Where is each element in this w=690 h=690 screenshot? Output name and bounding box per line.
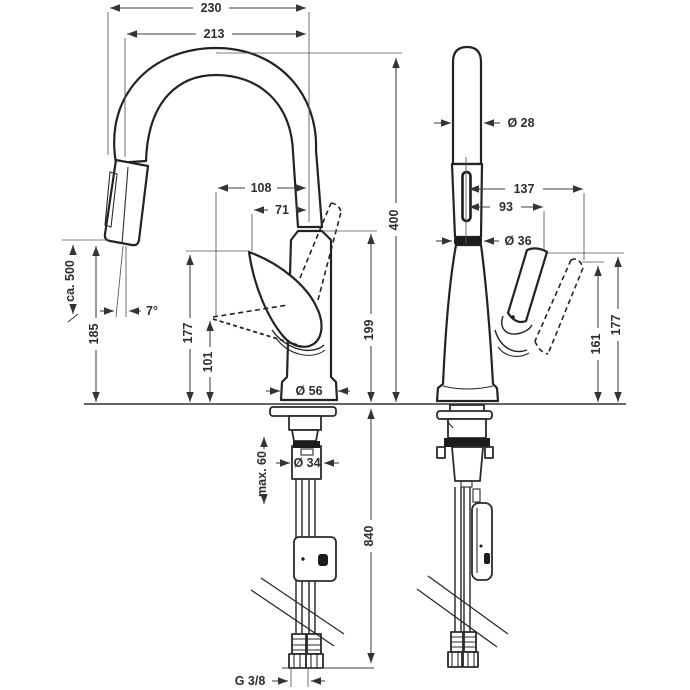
dim-400: 400 (387, 58, 401, 402)
extension-lines (62, 12, 624, 687)
dim-ca500-label: ca. 500 (63, 260, 77, 302)
dim-dia28: Ø 28 (434, 116, 535, 130)
front-under-counter-assembly (416, 404, 509, 668)
dim-dia36-label: Ø 36 (504, 234, 531, 248)
dim-dia56-label: Ø 56 (295, 384, 322, 398)
dim-dia34-label: Ø 34 (293, 456, 320, 470)
collar-ring (454, 237, 482, 245)
dim-185: 185 (87, 246, 101, 402)
spray-release-slot (461, 170, 472, 223)
dim-213-label: 213 (204, 27, 225, 41)
faucet-body-front (435, 243, 500, 403)
dim-199-label: 199 (362, 320, 376, 341)
dim-108-label: 108 (251, 181, 272, 195)
dim-840: 840 (362, 409, 376, 663)
handle-positions-dashed (212, 202, 342, 347)
dim-230-label: 230 (201, 1, 222, 15)
dim-dia28-label: Ø 28 (507, 116, 534, 130)
dim-177-side-label: 177 (181, 323, 195, 344)
handle-side (247, 250, 323, 348)
dim-185-label: 185 (87, 324, 101, 345)
dim-101-label: 101 (201, 352, 215, 373)
dim-137-label: 137 (514, 182, 535, 196)
dim-g38: G 3/8 (235, 674, 325, 688)
faucet-front-view (416, 45, 584, 668)
dim-213: 213 (127, 27, 306, 41)
side-under-counter-assembly (250, 406, 345, 669)
dim-93-label: 93 (499, 200, 513, 214)
dim-max60: max. 60 (255, 437, 269, 504)
dim-dia56: Ø 56 (266, 384, 350, 398)
spout-gooseneck (113, 46, 324, 229)
dim-161-label: 161 (589, 334, 603, 355)
dim-400-label: 400 (387, 210, 401, 231)
dim-93: 93 (469, 200, 543, 214)
dim-840-label: 840 (362, 526, 376, 547)
dim-161: 161 (589, 266, 603, 402)
handle-swing-dashed (534, 258, 584, 355)
spray-column (451, 45, 483, 166)
handle-pivot-dot (511, 315, 515, 319)
dim-101: 101 (201, 321, 215, 402)
dim-ca500: ca. 500 (63, 245, 79, 323)
dim-177-front-label: 177 (609, 315, 623, 336)
dim-177-side: 177 (181, 255, 195, 402)
dim-g38-label: G 3/8 (235, 674, 266, 688)
dim-71: 71 (254, 203, 306, 217)
dim-dia34: Ø 34 (276, 456, 339, 470)
dimensions-side-view: 230 213 108 71 ca. 500 185 (63, 1, 376, 688)
handle-front (506, 247, 549, 324)
dim-max60-label: max. 60 (255, 451, 269, 497)
dim-108: 108 (218, 181, 306, 195)
dim-137: 137 (469, 182, 583, 196)
dimensions-front-view: 400 Ø 28 137 93 Ø 36 161 (362, 58, 623, 663)
dim-dia36: Ø 36 (436, 234, 532, 248)
dim-71-label: 71 (275, 203, 289, 217)
dim-177-front: 177 (609, 257, 623, 402)
dim-7deg: 7° (100, 304, 158, 318)
dim-199: 199 (362, 234, 376, 402)
faucet-side-view (103, 46, 345, 669)
dim-230: 230 (110, 1, 306, 15)
dim-7deg-label: 7° (146, 304, 158, 318)
